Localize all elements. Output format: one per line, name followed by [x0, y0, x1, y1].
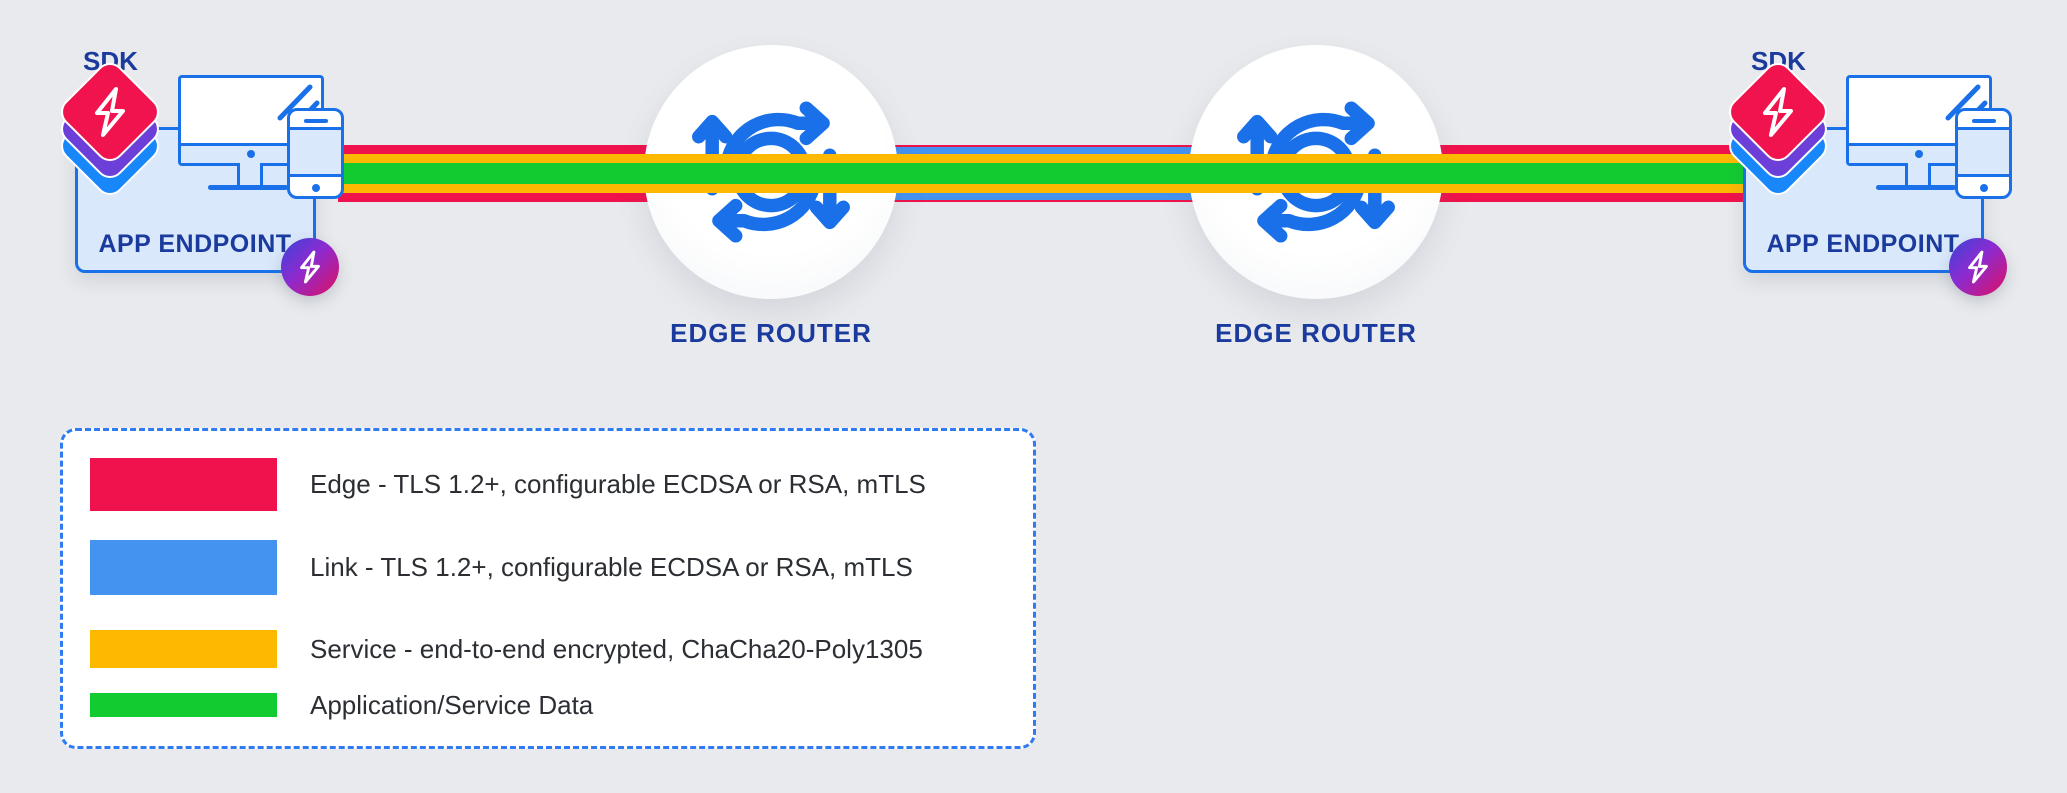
- link-stripe-bottom: [771, 193, 1316, 200]
- phone-home-button: [311, 184, 320, 192]
- legend-swatch-data: [90, 693, 277, 717]
- monitor-bezel: [1849, 143, 1989, 163]
- monitor-base: [1876, 185, 1956, 190]
- ziti-bolt-icon: [1968, 250, 1988, 284]
- phone-speaker: [1971, 119, 1996, 123]
- legend-label-edge: Edge - TLS 1.2+, configurable ECDSA or R…: [310, 469, 926, 499]
- service-stripe-bottom: [338, 184, 1745, 193]
- ziti-bolt-icon: [1763, 87, 1793, 137]
- phone-home-button: [1979, 184, 1988, 192]
- monitor-button: [247, 150, 255, 158]
- legend-swatch-edge: [90, 458, 277, 511]
- data-stripe: [338, 163, 1745, 184]
- service-stripe-top: [338, 154, 1745, 163]
- edge-router-label-left: EDGE ROUTER: [670, 318, 872, 348]
- ziti-bolt-icon: [95, 87, 125, 137]
- ziti-bolt-icon: [300, 250, 320, 284]
- edge-router-label-right: EDGE ROUTER: [1215, 318, 1417, 348]
- ziti-badge-icon: [1949, 238, 2007, 296]
- legend-label-service: Service - end-to-end encrypted, ChaCha20…: [310, 633, 923, 664]
- legend-swatch-link: [90, 540, 277, 595]
- phone-icon: [287, 108, 344, 199]
- edge-router-circle-left: R: [644, 45, 898, 299]
- phone-screen: [1958, 127, 2009, 177]
- ziti-badge-icon: [281, 238, 339, 296]
- monitor-bezel: [181, 143, 321, 163]
- app-endpoint-left: SDK APP ENDPOINT: [54, 40, 345, 340]
- app-endpoint-right: SDK APP ENDPOINT: [1722, 40, 2013, 340]
- phone-speaker: [303, 119, 328, 123]
- legend-box: Edge - TLS 1.2+, configurable ECDSA or R…: [60, 428, 1036, 749]
- sdk-stack-icon: [1722, 56, 1835, 205]
- endpoint-label: APP ENDPOINT: [1766, 230, 1960, 258]
- legend-swatch-service: [90, 630, 277, 668]
- legend-label-data: Application/Service Data: [310, 689, 594, 720]
- monitor-base: [208, 185, 288, 190]
- legend-label-link: Link - TLS 1.2+, configurable ECDSA or R…: [310, 552, 913, 582]
- endpoint-label: APP ENDPOINT: [98, 230, 292, 258]
- link-stripe-top: [771, 147, 1316, 154]
- monitor-button: [1915, 150, 1923, 158]
- sdk-stack-icon: [54, 56, 167, 205]
- phone-screen: [290, 127, 341, 177]
- phone-icon: [1955, 108, 2012, 199]
